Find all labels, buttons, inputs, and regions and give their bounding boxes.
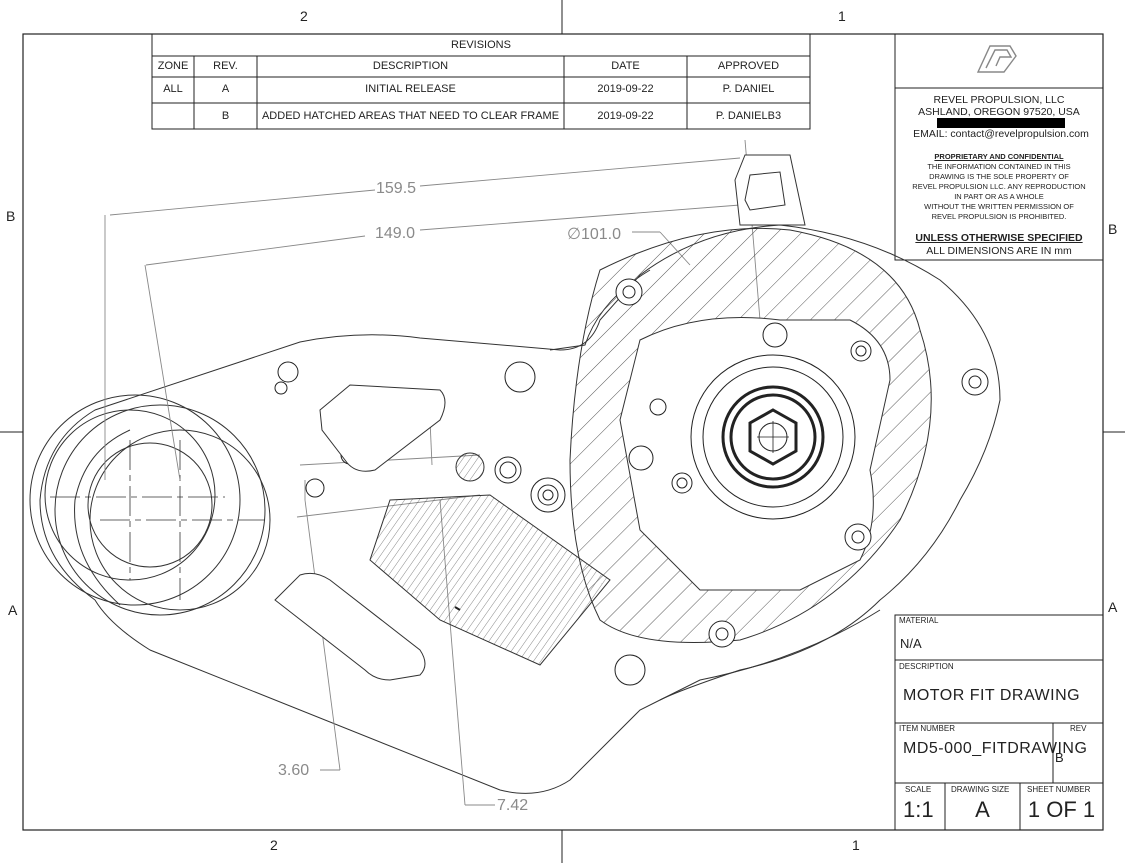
rev-header-rev: REV. <box>213 60 238 72</box>
dimension-7-42: 7.42 <box>497 797 529 814</box>
rev-row-date: 2019-09-22 <box>597 110 654 122</box>
zone-label-bottom-2: 2 <box>270 837 278 853</box>
rev-label: REV <box>1070 724 1087 733</box>
rev-header-date: DATE <box>611 60 640 72</box>
title-block-lines <box>894 33 1104 831</box>
rev-header-zone: ZONE <box>157 60 189 72</box>
rev-row-approved: P. DANIEL <box>722 83 775 95</box>
sheet-number-label: SHEET NUMBER <box>1027 785 1091 794</box>
frame-cutouts <box>274 384 446 681</box>
rev-row-description: ADDED HATCHED AREAS THAT NEED TO CLEAR F… <box>261 110 560 122</box>
rev-value: B <box>1055 750 1064 765</box>
scale-value: 1:1 <box>903 797 934 822</box>
drawing-size-label: DRAWING SIZE <box>951 785 1010 794</box>
zone-label-top-1: 1 <box>838 8 846 24</box>
rev-row-zone: ALL <box>163 83 183 95</box>
revisions-title: REVISIONS <box>451 39 511 51</box>
drawing-size-value: A <box>975 797 990 822</box>
rev-row-approved: P. DANIELB3 <box>715 110 782 122</box>
proprietary-line: IN PART OR AS A WHOLE <box>954 192 1044 201</box>
material-label: MATERIAL <box>899 616 939 625</box>
motor-mount <box>619 154 891 591</box>
description-value: MOTOR FIT DRAWING <box>903 687 1081 704</box>
material-value: N/A <box>900 636 922 651</box>
revisions-table-lines <box>151 33 811 130</box>
sheet-number-value: 1 OF 1 <box>1027 797 1096 822</box>
redaction-bar <box>937 118 1065 128</box>
rev-row-rev: A <box>221 83 230 95</box>
proprietary-text: THE INFORMATION CONTAINED IN THIS DRAWIN… <box>895 162 1103 222</box>
zone-label-bottom-1: 1 <box>852 837 860 853</box>
proprietary-line: DRAWING IS THE SOLE PROPERTY OF <box>929 172 1069 181</box>
company-name: REVEL PROPULSION, LLC <box>933 94 1065 106</box>
company-address: ASHLAND, OREGON 97520, USA <box>918 106 1080 118</box>
rev-row-date: 2019-09-22 <box>597 83 654 95</box>
crank-circles <box>29 394 271 616</box>
rev-header-approved: APPROVED <box>717 60 780 72</box>
proprietary-line: THE INFORMATION CONTAINED IN THIS <box>927 162 1071 171</box>
zone-label-left-a: A <box>8 602 18 618</box>
description-label: DESCRIPTION <box>899 662 954 671</box>
revel-logo-icon <box>976 45 1017 73</box>
rev-row-description: INITIAL RELEASE <box>365 83 456 95</box>
dimension-149-0: 149.0 <box>375 225 416 242</box>
proprietary-line: WITHOUT THE WRITTEN PERMISSION OF <box>924 202 1074 211</box>
motor-hub <box>690 354 856 520</box>
zone-label-top-2: 2 <box>300 8 308 24</box>
dimension-diameter-101: ∅101.0 <box>567 226 621 243</box>
proprietary-line: REVEL PROPULSION IS PROHIBITED. <box>931 212 1067 221</box>
scale-label: SCALE <box>905 785 932 794</box>
proprietary-heading: PROPRIETARY AND CONFIDENTIAL <box>934 152 1064 161</box>
spec-heading: UNLESS OTHERWISE SPECIFIED <box>915 232 1083 244</box>
item-number-value: MD5-000_FITDRAWING <box>903 740 1088 757</box>
zone-label-right-b: B <box>1108 221 1118 237</box>
dimension-159-5: 159.5 <box>376 180 417 197</box>
dimension-3-60: 3.60 <box>278 762 310 779</box>
centerlines <box>50 440 265 600</box>
rev-header-description: DESCRIPTION <box>372 60 449 72</box>
item-number-label: ITEM NUMBER <box>899 724 955 733</box>
zone-label-left-b: B <box>6 208 16 224</box>
rev-row-rev: B <box>221 110 230 122</box>
company-email: EMAIL: contact@revelpropulsion.com <box>913 128 1089 140</box>
bolt-holes <box>274 278 989 686</box>
hatched-boss <box>455 452 485 482</box>
zone-label-right-a: A <box>1108 599 1118 615</box>
proprietary-line: REVEL PROPULSION LLC. ANY REPRODUCTION <box>912 182 1086 191</box>
spec-units: ALL DIMENSIONS ARE IN mm <box>926 245 1072 257</box>
